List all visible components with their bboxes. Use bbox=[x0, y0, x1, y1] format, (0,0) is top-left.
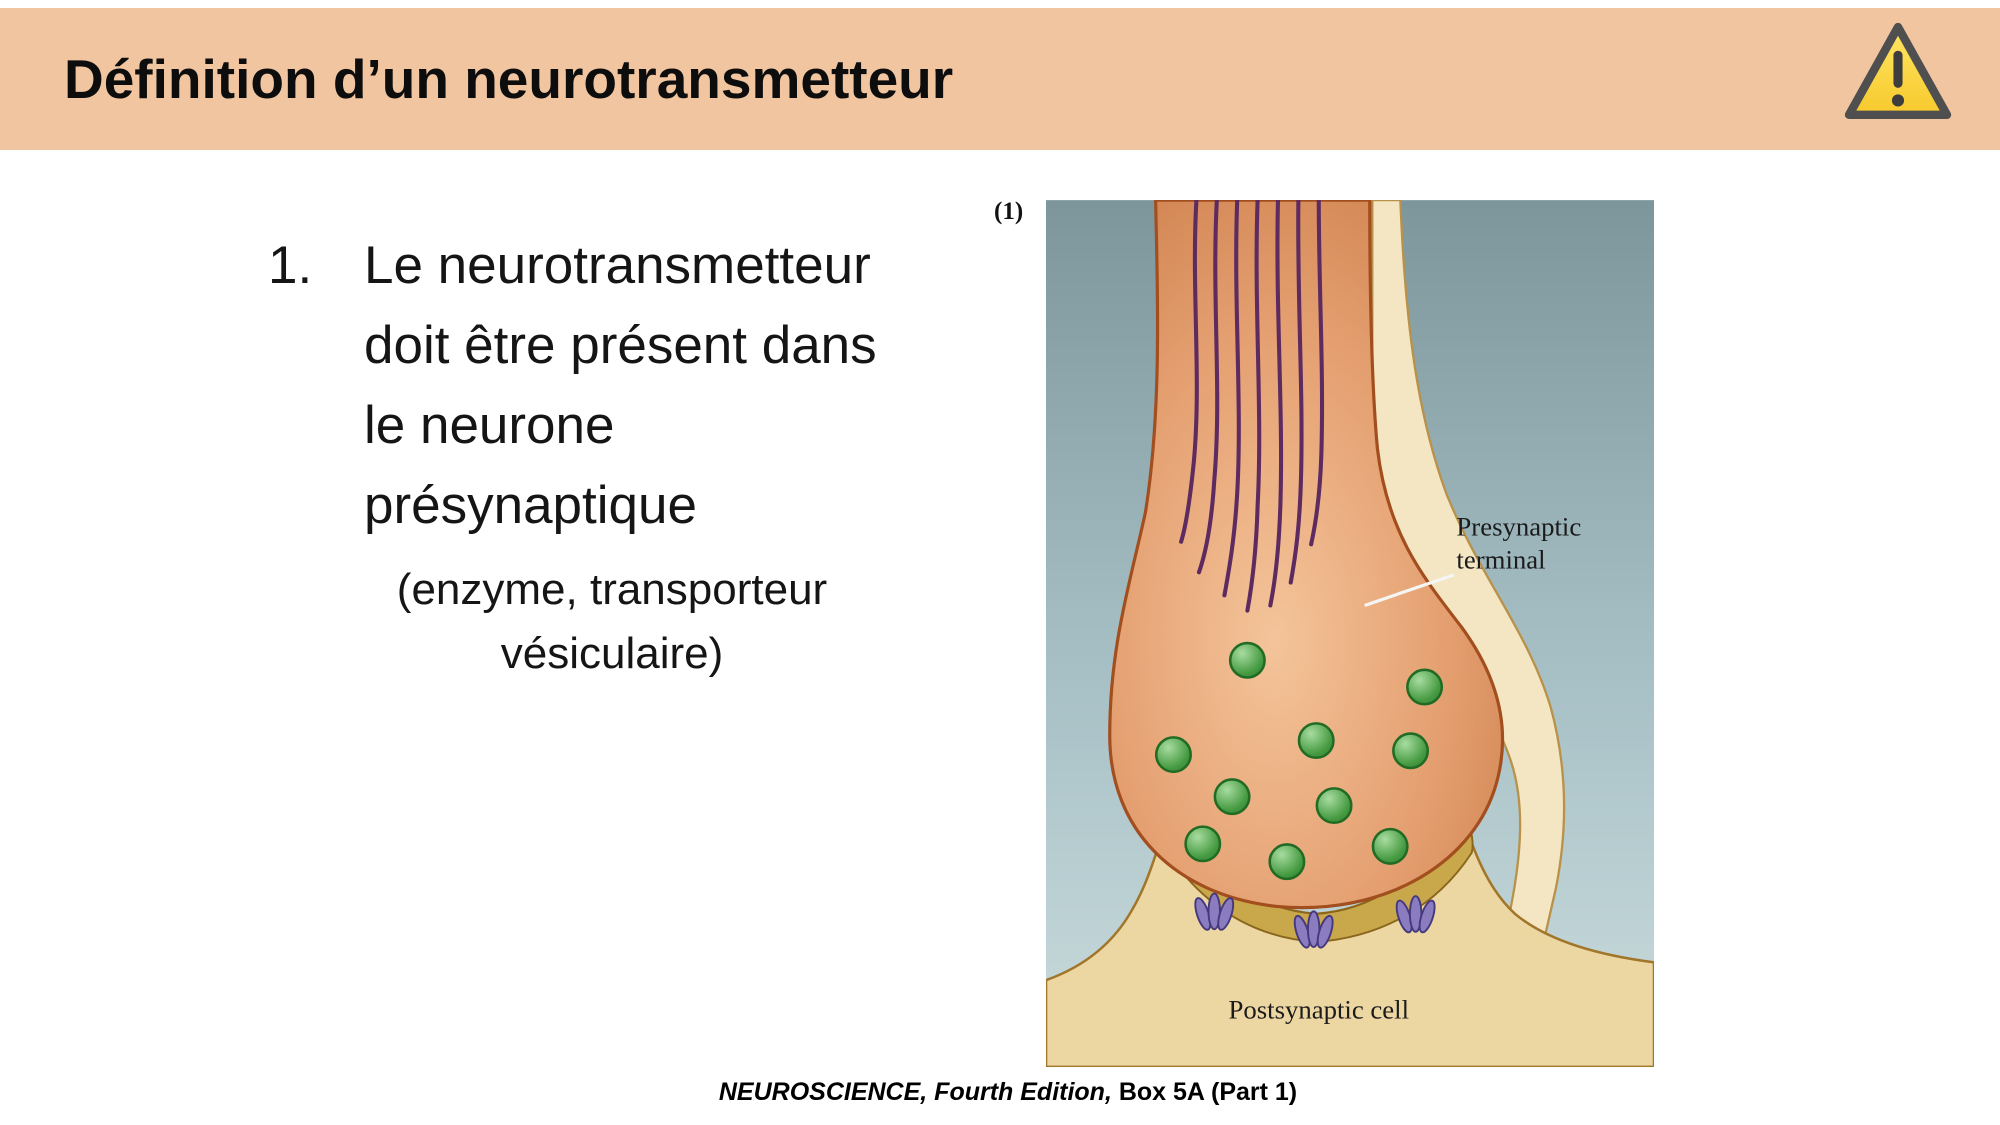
slide-title: Définition d’un neurotransmetteur bbox=[64, 48, 954, 110]
caption-source: NEUROSCIENCE, Fourth Edition, bbox=[718, 1078, 1112, 1106]
vesicle bbox=[1184, 825, 1222, 863]
figure-caption: NEUROSCIENCE, Fourth Edition, Box 5A (Pa… bbox=[708, 1078, 1308, 1107]
warning-exclamation-bar bbox=[1893, 50, 1903, 88]
list-item-subtext: (enzyme, transporteur vésiculaire) bbox=[396, 565, 828, 678]
neurofilaments bbox=[1179, 200, 1325, 613]
label-pointer-line bbox=[1364, 573, 1455, 607]
synapse-figure: Presynaptic terminal Postsynaptic cell bbox=[1046, 200, 1654, 1067]
vesicle-group bbox=[1154, 641, 1444, 881]
receptor bbox=[1395, 895, 1436, 934]
receptor bbox=[1293, 910, 1334, 949]
presynaptic-terminal-label: Presynaptic bbox=[1456, 511, 1581, 541]
vesicle bbox=[1228, 641, 1266, 679]
vesicle bbox=[1315, 787, 1353, 825]
presynaptic-terminal-label-line2: terminal bbox=[1456, 544, 1545, 574]
vesicle bbox=[1297, 722, 1335, 760]
receptor bbox=[1194, 892, 1235, 931]
title-banner: Définition d’un neurotransmetteur bbox=[0, 8, 2000, 150]
body-text: 1. Le neurotransmetteur doit être présen… bbox=[268, 226, 1028, 686]
vesicle bbox=[1392, 732, 1430, 770]
caption-part: Box 5A (Part 1) bbox=[1111, 1078, 1298, 1106]
vesicle bbox=[1213, 778, 1251, 816]
warning-exclamation-dot bbox=[1891, 94, 1905, 107]
postsynaptic-cell-label: Postsynaptic cell bbox=[1228, 994, 1409, 1024]
vesicle bbox=[1371, 827, 1409, 865]
receptors bbox=[1194, 892, 1436, 949]
list-item-text: Le neurotransmetteur doit être présent d… bbox=[364, 236, 877, 535]
presynaptic-terminal bbox=[1108, 200, 1505, 910]
list-item-number: 1. bbox=[268, 236, 313, 295]
warning-triangle-icon bbox=[1844, 22, 1952, 122]
numbered-list-item: 1. Le neurotransmetteur doit être présen… bbox=[268, 226, 1028, 546]
vesicle bbox=[1406, 668, 1444, 706]
figure-panel-number: (1) bbox=[994, 198, 1024, 225]
vesicle bbox=[1154, 736, 1192, 774]
vesicle bbox=[1268, 843, 1306, 881]
